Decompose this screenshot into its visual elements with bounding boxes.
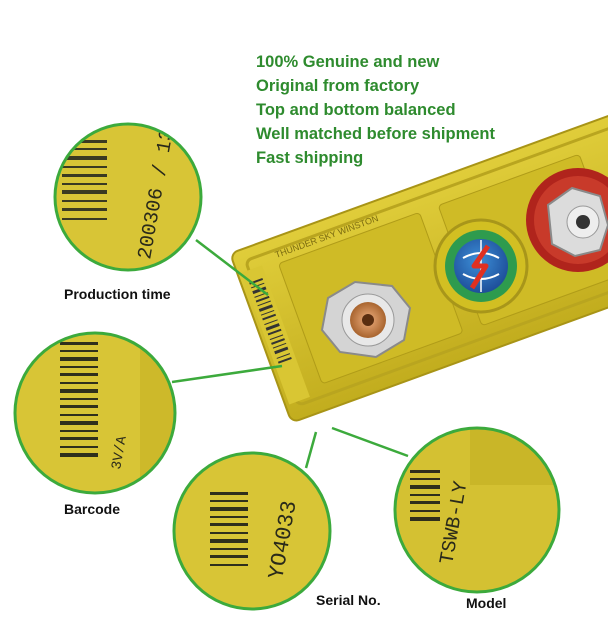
feature-item: Well matched before shipment bbox=[256, 125, 495, 143]
zoom-circle-model: TSWB-LY bbox=[393, 426, 561, 594]
model-label: Model bbox=[466, 595, 507, 611]
feature-item: 100% Genuine and new bbox=[256, 53, 440, 71]
serial-no-label: Serial No. bbox=[316, 592, 381, 608]
positive-terminal bbox=[526, 168, 608, 272]
production-time-label: Production time bbox=[64, 286, 171, 302]
barcode-label: Barcode bbox=[64, 501, 121, 517]
lot-code-text: 3V/A bbox=[109, 434, 131, 470]
zoom-circle-production-time: 200306 / 13 bbox=[53, 122, 203, 272]
brand-logo-badge bbox=[433, 218, 529, 314]
zoom-circle-serial-no: YO4033 bbox=[172, 451, 332, 611]
callout-connectors bbox=[171, 239, 409, 469]
feature-item: Fast shipping bbox=[256, 149, 364, 167]
feature-item: Top and bottom balanced bbox=[256, 101, 456, 119]
zoom-circle-barcode: 3V/A bbox=[13, 331, 177, 495]
feature-item: Original from factory bbox=[256, 77, 420, 95]
feature-list: 100% Genuine and new Original from facto… bbox=[256, 50, 495, 170]
negative-terminal bbox=[320, 280, 412, 359]
